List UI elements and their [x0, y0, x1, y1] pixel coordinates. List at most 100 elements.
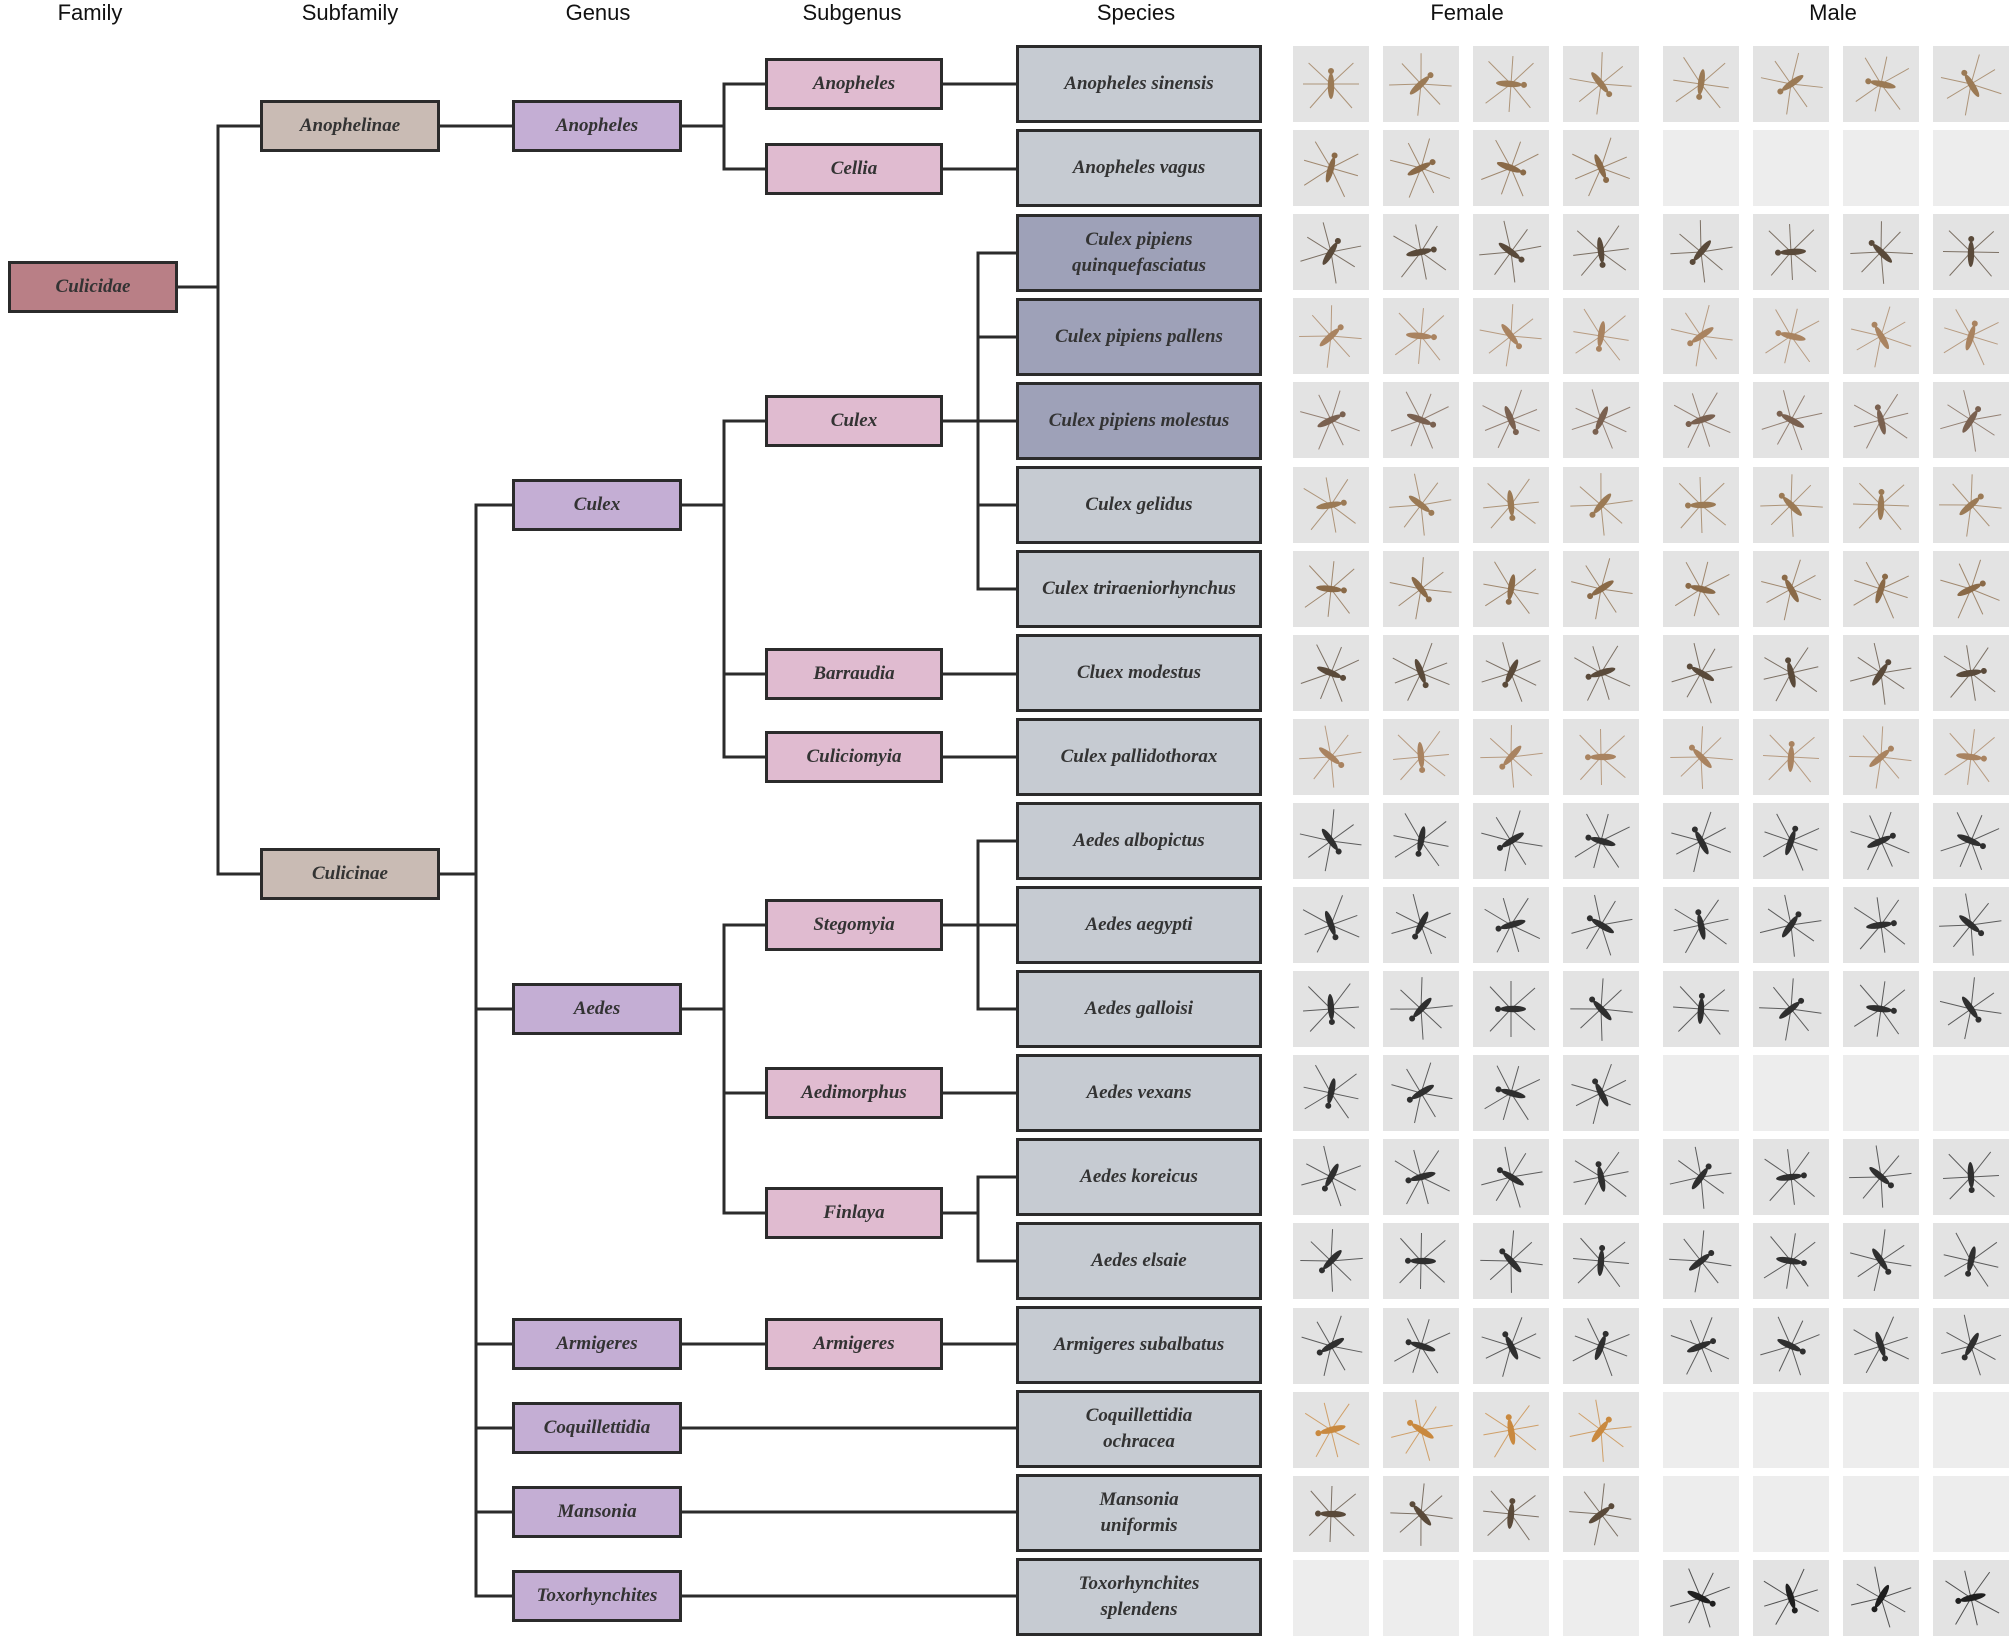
empty-photo-slot	[1663, 1055, 1739, 1131]
subgenus-node: Barraudia	[765, 648, 943, 700]
female-specimen-photo	[1383, 1476, 1459, 1552]
male-specimen-photo	[1663, 971, 1739, 1047]
male-specimen-photo	[1663, 803, 1739, 879]
female-specimen-photo	[1383, 635, 1459, 711]
male-specimen-photo	[1753, 971, 1829, 1047]
subgenus-node: Aedimorphus	[765, 1067, 943, 1119]
empty-photo-slot	[1753, 1055, 1829, 1131]
male-specimen-photo	[1663, 1560, 1739, 1636]
female-specimen-photo	[1383, 971, 1459, 1047]
species-node: Armigeres subalbatus	[1016, 1306, 1262, 1384]
species-node: Culex triraeniorhynchus	[1016, 550, 1262, 628]
female-specimen-photo	[1563, 1055, 1639, 1131]
subfamily-node: Anophelinae	[260, 100, 440, 152]
family-node: Culicidae	[8, 261, 178, 313]
female-specimen-photo	[1563, 1308, 1639, 1384]
empty-photo-slot	[1473, 1560, 1549, 1636]
subgenus-node: Armigeres	[765, 1318, 943, 1370]
male-specimen-photo	[1663, 719, 1739, 795]
female-specimen-photo	[1473, 1392, 1549, 1468]
female-specimen-photo	[1473, 214, 1549, 290]
male-specimen-photo	[1753, 719, 1829, 795]
empty-photo-slot	[1663, 1476, 1739, 1552]
male-specimen-photo	[1843, 382, 1919, 458]
male-specimen-photo	[1843, 635, 1919, 711]
male-specimen-photo	[1663, 46, 1739, 122]
female-specimen-photo	[1293, 214, 1369, 290]
female-specimen-photo	[1473, 1139, 1549, 1215]
header-subgenus: Subgenus	[802, 0, 902, 25]
empty-photo-slot	[1563, 1560, 1639, 1636]
female-specimen-photo	[1383, 1392, 1459, 1468]
male-specimen-photo	[1843, 887, 1919, 963]
male-specimen-photo	[1663, 1223, 1739, 1299]
empty-photo-slot	[1933, 1476, 2009, 1552]
genus-node: Coquillettidia	[512, 1402, 682, 1454]
female-specimen-photo	[1473, 1055, 1549, 1131]
female-specimen-photo	[1383, 467, 1459, 543]
header-female: Female	[1430, 0, 1504, 25]
empty-photo-slot	[1843, 130, 1919, 206]
male-specimen-photo	[1933, 214, 2009, 290]
female-specimen-photo	[1383, 1223, 1459, 1299]
header-family: Family	[57, 0, 123, 25]
species-node: Aedes galloisi	[1016, 970, 1262, 1048]
male-specimen-photo	[1753, 298, 1829, 374]
female-specimen-photo	[1473, 46, 1549, 122]
female-specimen-photo	[1473, 635, 1549, 711]
empty-photo-slot	[1753, 1392, 1829, 1468]
male-specimen-photo	[1933, 382, 2009, 458]
species-node: Aedes vexans	[1016, 1054, 1262, 1132]
male-specimen-photo	[1663, 467, 1739, 543]
female-specimen-photo	[1293, 1223, 1369, 1299]
female-specimen-photo	[1383, 298, 1459, 374]
male-specimen-photo	[1933, 719, 2009, 795]
male-specimen-photo	[1663, 382, 1739, 458]
male-specimen-photo	[1753, 635, 1829, 711]
species-node: Aedes koreicus	[1016, 1138, 1262, 1216]
male-specimen-photo	[1933, 551, 2009, 627]
female-specimen-photo	[1473, 719, 1549, 795]
female-specimen-photo	[1293, 635, 1369, 711]
male-specimen-photo	[1753, 46, 1829, 122]
subgenus-node: Anopheles	[765, 58, 943, 110]
male-specimen-photo	[1843, 214, 1919, 290]
female-specimen-photo	[1293, 803, 1369, 879]
male-specimen-photo	[1933, 971, 2009, 1047]
male-specimen-photo	[1753, 382, 1829, 458]
empty-photo-slot	[1933, 130, 2009, 206]
female-specimen-photo	[1383, 551, 1459, 627]
female-specimen-photo	[1563, 1223, 1639, 1299]
female-specimen-photo	[1383, 803, 1459, 879]
empty-photo-slot	[1753, 130, 1829, 206]
female-specimen-photo	[1473, 298, 1549, 374]
species-node: Culex pipiens molestus	[1016, 382, 1262, 460]
male-specimen-photo	[1753, 1308, 1829, 1384]
female-specimen-photo	[1293, 887, 1369, 963]
male-specimen-photo	[1663, 635, 1739, 711]
female-specimen-photo	[1563, 214, 1639, 290]
male-specimen-photo	[1663, 551, 1739, 627]
male-specimen-photo	[1843, 551, 1919, 627]
male-specimen-photo	[1933, 1308, 2009, 1384]
header-genus: Genus	[565, 0, 631, 25]
male-specimen-photo	[1753, 551, 1829, 627]
male-specimen-photo	[1753, 1223, 1829, 1299]
female-specimen-photo	[1563, 382, 1639, 458]
species-node: Anopheles vagus	[1016, 129, 1262, 207]
empty-photo-slot	[1843, 1476, 1919, 1552]
empty-photo-slot	[1933, 1055, 2009, 1131]
empty-photo-slot	[1843, 1055, 1919, 1131]
female-specimen-photo	[1383, 214, 1459, 290]
female-specimen-photo	[1293, 1392, 1369, 1468]
female-specimen-photo	[1383, 1139, 1459, 1215]
male-specimen-photo	[1843, 46, 1919, 122]
female-specimen-photo	[1563, 635, 1639, 711]
subgenus-node: Cellia	[765, 143, 943, 195]
male-specimen-photo	[1663, 298, 1739, 374]
male-specimen-photo	[1663, 1308, 1739, 1384]
genus-node: Anopheles	[512, 100, 682, 152]
